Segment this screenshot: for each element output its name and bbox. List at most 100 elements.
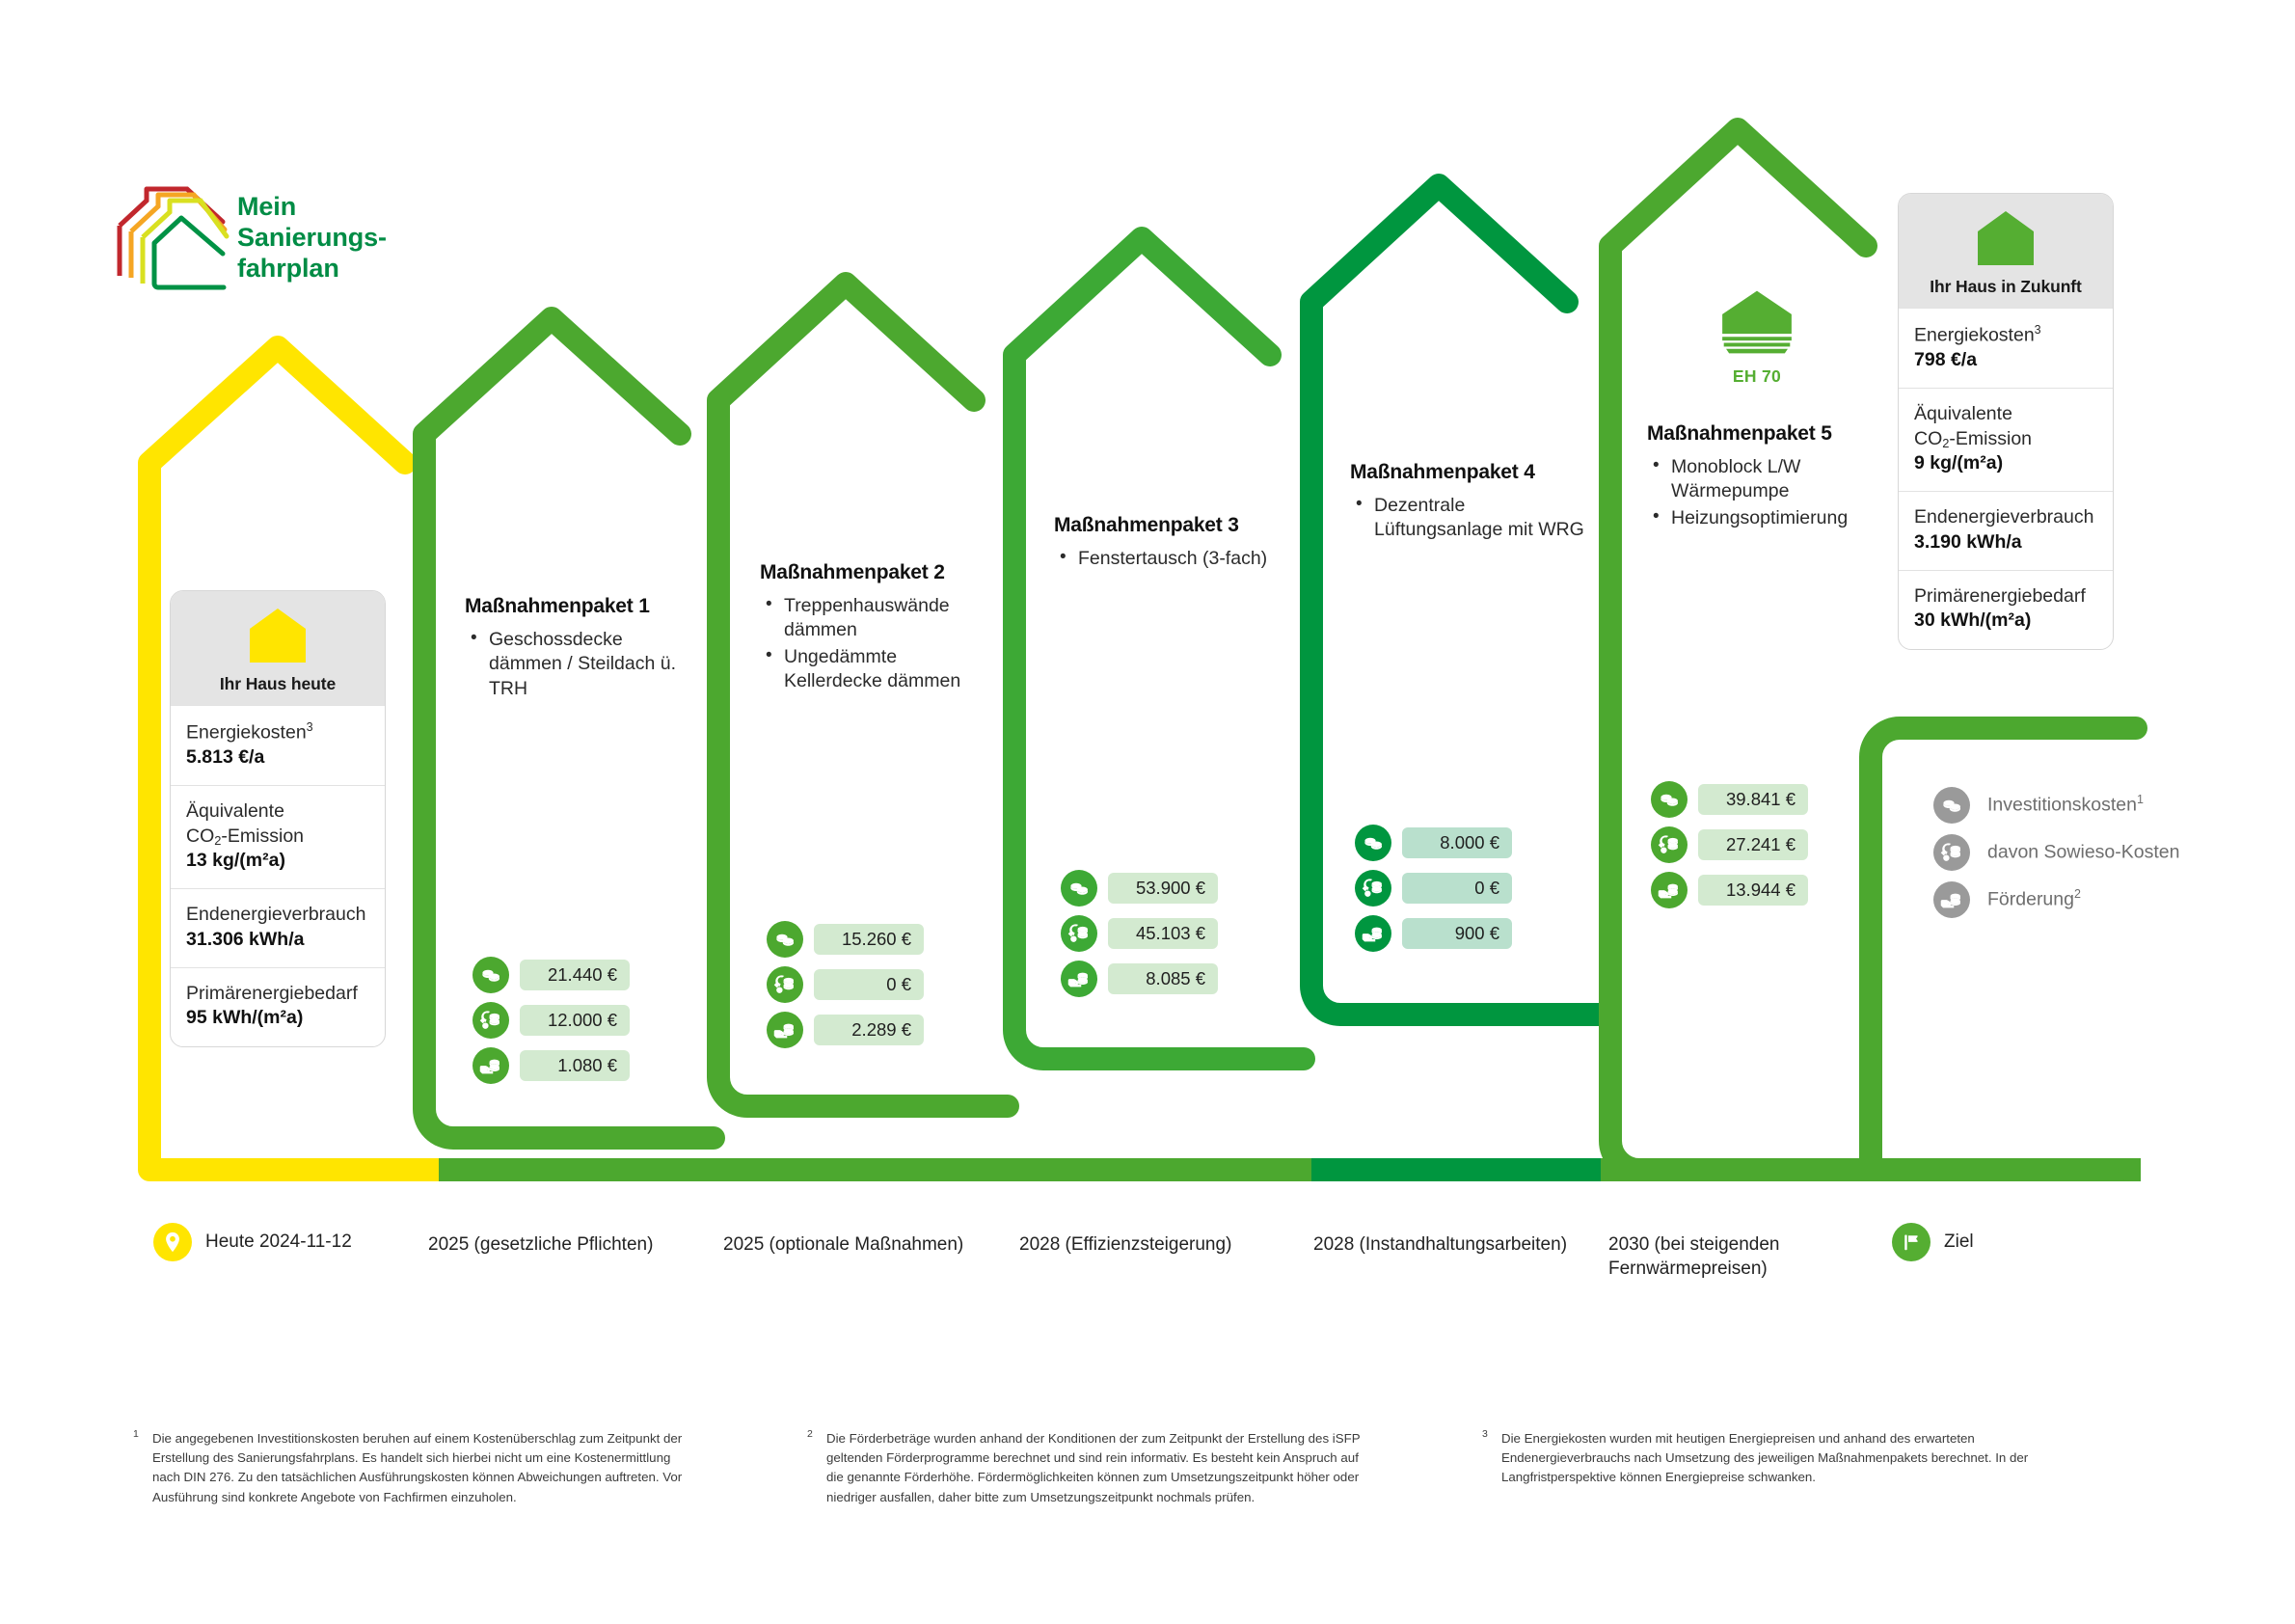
efficiency-house-label: EH 70 (1732, 366, 1782, 386)
info-row-energiekosten: Energiekosten3 5.813 €/a (171, 705, 385, 785)
cost-row-sowieso: 12.000 € (472, 1002, 630, 1039)
house-future-title: Ihr Haus in Zukunft (1930, 277, 2082, 296)
info-row-primaerenergie-future: Primärenergiebedarf 30 kWh/(m²a) (1899, 569, 2113, 649)
logo-wordmark: Mein Sanierungs- fahrplan (237, 191, 387, 284)
cost-value: 8.085 € (1108, 963, 1218, 994)
cost-row-investment: 15.260 € (767, 921, 924, 958)
info-row-energiekosten-future: Energiekosten3 798 €/a (1899, 308, 2113, 388)
footnote-number: 3 (1482, 1428, 1488, 1440)
cost-row-investment: 39.841 € (1651, 781, 1808, 818)
house-filled-yellow-icon (250, 609, 306, 663)
footnote-number: 1 (133, 1428, 139, 1440)
cost-value: 12.000 € (520, 1005, 630, 1036)
measure-item: Fenstertausch (3-fach) (1054, 546, 1295, 571)
measure-item: Ungedämmte Kellerdecke dämmen (760, 644, 991, 694)
cost-value: 0 € (814, 969, 924, 1000)
info-row-endenergie: Endenergieverbrauch 31.306 kWh/a (171, 888, 385, 967)
timeline-start-label: Heute 2024-11-12 (205, 1232, 352, 1252)
cost-row-foerderung: 2.289 € (767, 1012, 924, 1048)
timeline-label-5: 2030 (bei steigenden Fernwärmepreisen) (1608, 1234, 1780, 1280)
map-pin-icon (153, 1223, 192, 1261)
cost-value: 45.103 € (1108, 918, 1218, 949)
house-today-card: Ihr Haus heute Energiekosten3 5.813 €/a … (170, 590, 386, 1047)
efficiency-house-icon (1719, 289, 1795, 359)
cost-row-investment: 53.900 € (1061, 870, 1218, 907)
timeline-label-3: 2028 (Effizienzsteigerung) (1019, 1234, 1232, 1255)
package-4-costs: 8.000 € 0 € 900 € (1355, 825, 1512, 961)
cost-row-foerderung: 900 € (1355, 915, 1512, 952)
footnote-number: 2 (807, 1428, 813, 1440)
wrench-coins-icon (767, 966, 803, 1003)
timeline-label-2: 2025 (optionale Maßnahmen) (723, 1234, 964, 1255)
package-4-house-outline (1300, 174, 1612, 1026)
cost-value: 0 € (1402, 873, 1512, 904)
measure-item: Dezentrale Lüftungsanlage mit WRG (1350, 493, 1591, 543)
coins-stack-icon (767, 921, 803, 958)
package-3-title: Maßnahmenpaket 3 (1054, 514, 1239, 536)
package-4-measures: Dezentrale Lüftungsanlage mit WRG (1350, 493, 1591, 543)
cost-value: 27.241 € (1698, 829, 1808, 860)
wrench-coins-icon (1355, 870, 1391, 907)
cost-value: 13.944 € (1698, 875, 1808, 906)
package-1-measures: Geschossdecke dämmen / Steildach ü. TRH (465, 627, 696, 701)
coins-stack-icon (1933, 786, 1970, 824)
package-5-house-outline (1599, 118, 1909, 1181)
cost-row-sowieso: 45.103 € (1061, 915, 1218, 952)
cost-row-investment: 8.000 € (1355, 825, 1512, 861)
house-future-card-header: Ihr Haus in Zukunft (1899, 194, 2113, 308)
hand-coins-icon (767, 1012, 803, 1048)
footnote-1: 1 Die angegebenen Investitionskosten ber… (131, 1428, 690, 1507)
info-row-co2-future: Äquivalente CO2-Emission 9 kg/(m²a) (1899, 388, 2113, 491)
package-5-text: Maßnahmenpaket 5 Monoblock L/W Wärmepump… (1647, 422, 1888, 532)
legend-label: Investitionskosten1 (1987, 793, 2144, 816)
footnote-text: Die Energiekosten wurden mit heutigen En… (1501, 1431, 2029, 1485)
footnote-3: 3 Die Energiekosten wurden mit heutigen … (1480, 1428, 2039, 1488)
package-3-text: Maßnahmenpaket 3 Fenstertausch (3-fach) (1054, 514, 1295, 573)
timeline-start-marker: Heute 2024-11-12 (153, 1223, 352, 1261)
cost-row-investment: 21.440 € (472, 957, 630, 993)
timeline-goal-marker: Ziel (1892, 1223, 1974, 1261)
package-3-house-outline (1003, 227, 1315, 1070)
cost-row-sowieso: 0 € (1355, 870, 1512, 907)
logo-house-mark-icon (117, 186, 230, 290)
package-2-house-outline (707, 272, 1019, 1118)
today-house-outline (138, 336, 417, 1181)
coins-stack-icon (1061, 870, 1097, 907)
footnote-text: Die Förderbeträge wurden anhand der Kond… (826, 1431, 1361, 1504)
measure-item: Heizungsoptimierung (1647, 505, 1888, 530)
logo-line-1: Mein (237, 192, 297, 221)
package-3-costs: 53.900 € 45.103 € 8.085 € (1061, 870, 1218, 1006)
footnote-text: Die angegebenen Investitionskosten beruh… (152, 1431, 683, 1504)
wrench-coins-icon (1933, 833, 1970, 871)
coins-stack-icon (472, 957, 509, 993)
package-5-title: Maßnahmenpaket 5 (1647, 422, 1832, 445)
cost-row-sowieso: 0 € (767, 966, 924, 1003)
cost-value: 8.000 € (1402, 827, 1512, 858)
legend-item-investitionskosten: Investitionskosten1 (1933, 781, 2179, 828)
hand-coins-icon (1061, 961, 1097, 997)
cost-row-foerderung: 13.944 € (1651, 872, 1808, 908)
efficiency-house-badge: EH 70 (1699, 289, 1815, 387)
footnote-2: 2 Die Förderbeträge wurden anhand der Ko… (805, 1428, 1364, 1507)
flag-icon (1892, 1223, 1930, 1261)
package-5-costs: 39.841 € 27.241 € 13.944 € (1651, 781, 1808, 917)
coins-stack-icon (1355, 825, 1391, 861)
package-1-text: Maßnahmenpaket 1 Geschossdecke dämmen / … (465, 595, 696, 703)
hand-coins-icon (1355, 915, 1391, 952)
house-filled-green-icon (1978, 211, 2034, 265)
wrench-coins-icon (1061, 915, 1097, 952)
timeline-label-1: 2025 (gesetzliche Pflichten) (428, 1234, 654, 1255)
wrench-coins-icon (472, 1002, 509, 1039)
house-today-title: Ihr Haus heute (219, 674, 337, 693)
package-1-costs: 21.440 € 12.000 € 1.080 € (472, 957, 630, 1093)
package-2-text: Maßnahmenpaket 2 Treppenhauswände dämmen… (760, 561, 991, 695)
package-2-costs: 15.260 € 0 € 2.289 € (767, 921, 924, 1057)
legend-connector (1859, 717, 2147, 1181)
legend-item-sowieso-kosten: davon Sowieso-Kosten (1933, 828, 2179, 876)
legend-label: Förderung2 (1987, 887, 2081, 910)
info-row-co2: Äquivalente CO2-Emission 13 kg/(m²a) (171, 785, 385, 888)
timeline-baseline (149, 1158, 2141, 1181)
logo-line-2: Sanierungs- (237, 223, 387, 253)
house-today-card-header: Ihr Haus heute (171, 591, 385, 705)
